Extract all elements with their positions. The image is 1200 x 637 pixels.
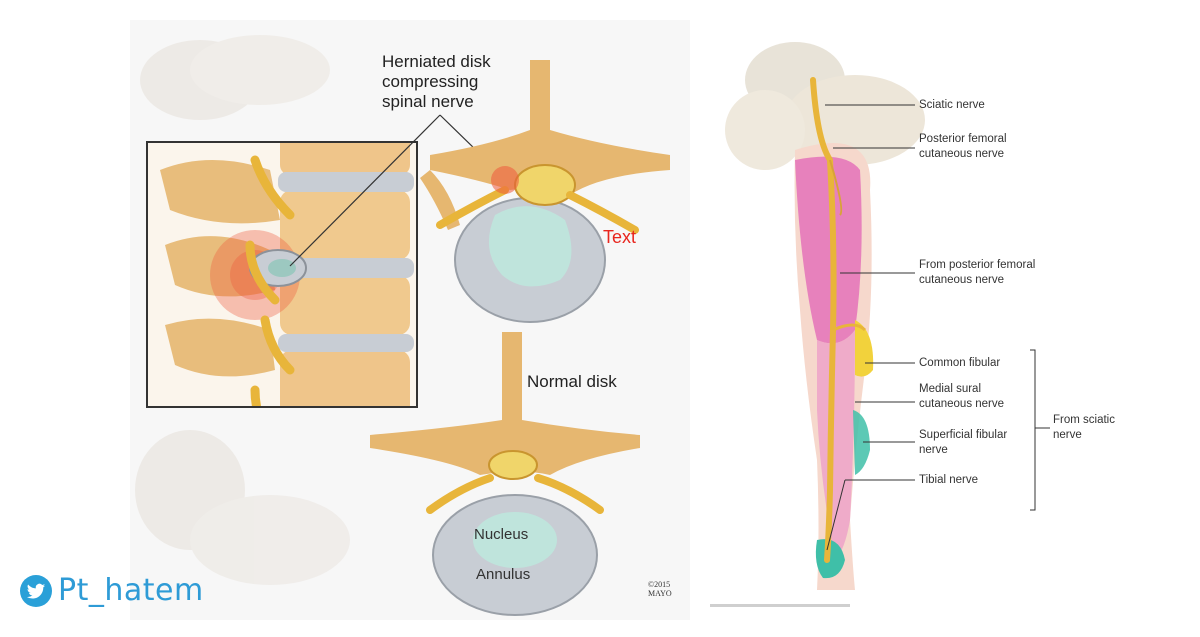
copyright-year: ©2015	[648, 580, 672, 589]
nucleus-label: Nucleus	[474, 526, 528, 543]
twitter-bird-icon	[20, 575, 52, 607]
text-placeholder-label: Text	[603, 227, 636, 248]
fine-print-caption	[710, 604, 850, 607]
herniated-label-line-2: compressing	[382, 72, 491, 92]
annulus-label: Annulus	[476, 566, 530, 583]
twitter-handle: Pt_hatem	[58, 573, 204, 608]
spine-disk-illustration: Herniated disk compressing spinal nerve …	[130, 20, 690, 620]
copyright-mark: ©2015 MAYO	[648, 580, 672, 598]
from-sciatic-line-1: From sciatic	[1053, 413, 1115, 428]
from-posterior-femoral-line-2: cutaneous nerve	[919, 273, 1035, 288]
leg-nerve-illustration: Sciatic nerve Posterior femoral cutaneou…	[705, 30, 1175, 610]
posterior-femoral-label-line-2: cutaneous nerve	[919, 147, 1007, 162]
from-posterior-femoral-label: From posterior femoral cutaneous nerve	[919, 258, 1035, 288]
posterior-femoral-label: Posterior femoral cutaneous nerve	[919, 132, 1007, 162]
medial-sural-line-1: Medial sural	[919, 382, 1004, 397]
common-fibular-label: Common fibular	[919, 356, 1000, 371]
sciatic-nerve-label: Sciatic nerve	[919, 98, 985, 113]
from-sciatic-line-2: nerve	[1053, 428, 1115, 443]
tibial-nerve-label: Tibial nerve	[919, 473, 978, 488]
copyright-owner: MAYO	[648, 589, 672, 598]
herniated-disk-label: Herniated disk compressing spinal nerve	[382, 52, 491, 112]
twitter-watermark: Pt_hatem	[20, 573, 204, 608]
herniated-label-line-1: Herniated disk	[382, 52, 491, 72]
normal-disk-label: Normal disk	[527, 372, 617, 392]
from-posterior-femoral-line-1: From posterior femoral	[919, 258, 1035, 273]
medial-sural-label: Medial sural cutaneous nerve	[919, 382, 1004, 412]
superficial-fibular-line-1: Superficial fibular	[919, 428, 1007, 443]
from-sciatic-label: From sciatic nerve	[1053, 413, 1115, 443]
superficial-fibular-label: Superficial fibular nerve	[919, 428, 1007, 458]
spine-side-view-inset	[147, 130, 417, 420]
superficial-fibular-line-2: nerve	[919, 443, 1007, 458]
medial-sural-line-2: cutaneous nerve	[919, 397, 1004, 412]
posterior-femoral-label-line-1: Posterior femoral	[919, 132, 1007, 147]
herniated-label-line-3: spinal nerve	[382, 92, 491, 112]
leg-artwork	[705, 30, 1175, 610]
